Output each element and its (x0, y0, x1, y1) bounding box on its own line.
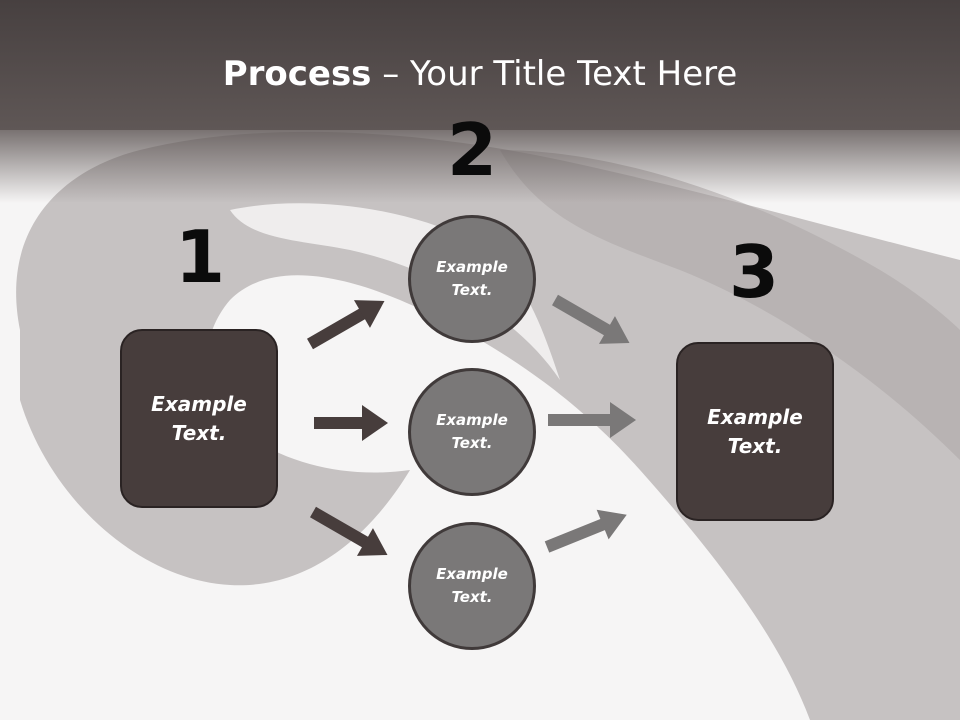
step-number-2: 2 (446, 108, 498, 192)
title-bar-fade (0, 128, 960, 203)
right-box-text: Example Text. (707, 404, 803, 458)
circle-top-text: Example Text. (436, 258, 508, 299)
arrow-down-right-dark (310, 506, 388, 556)
process-circle-bottom: Example Text. (408, 522, 536, 650)
left-process-box: Example Text. (120, 329, 278, 508)
arrow-right-dark (314, 405, 388, 441)
left-box-text: Example Text. (151, 391, 247, 445)
circle-bottom-text: Example Text. (436, 565, 508, 606)
process-circle-top: Example Text. (408, 215, 536, 343)
arrow-down-right-light (552, 294, 630, 344)
step-number-1: 1 (174, 215, 226, 299)
step-number-3: 3 (728, 230, 780, 314)
slide-title-bold: Process (222, 54, 372, 94)
slide-title: Process – Your Title Text Here (0, 52, 960, 96)
title-bar (0, 0, 960, 130)
arrow-up-right-dark (307, 300, 385, 350)
circle-middle-text: Example Text. (436, 411, 508, 452)
right-process-box: Example Text. (676, 342, 834, 521)
process-circle-middle: Example Text. (408, 368, 536, 496)
arrow-right-light (548, 402, 636, 438)
slide-title-rest: – Your Title Text Here (371, 54, 738, 94)
arrow-up-right-light (544, 509, 627, 553)
